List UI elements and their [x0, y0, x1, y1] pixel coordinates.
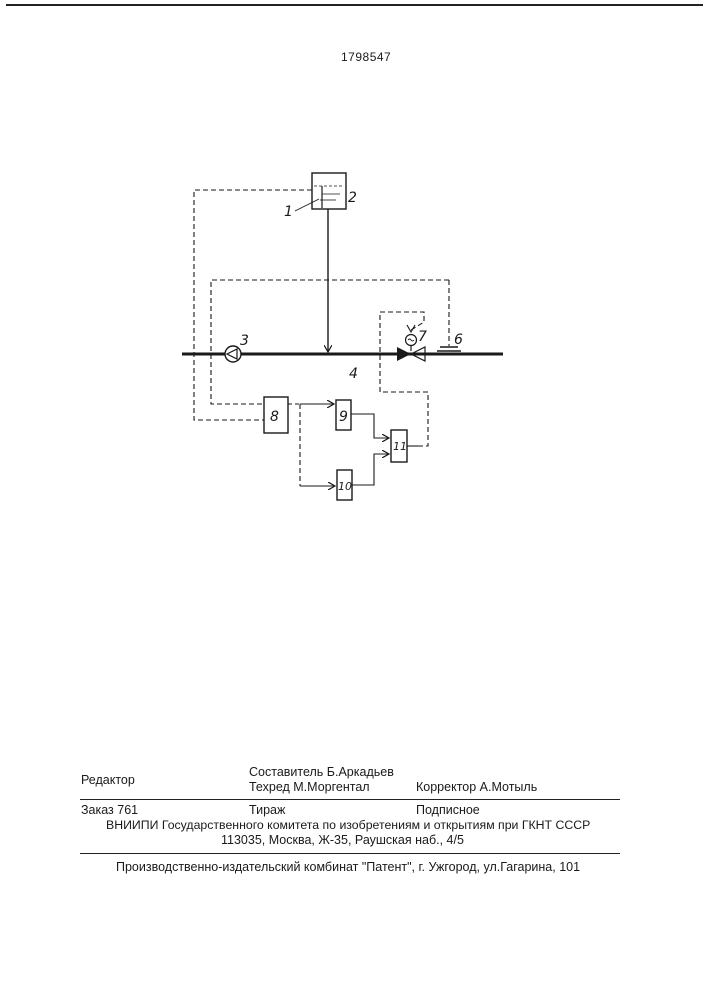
- editor-label: Редактор: [81, 773, 135, 787]
- techred-credit: Техред М.Моргентал: [249, 780, 370, 794]
- label-4: 4: [349, 366, 358, 382]
- actuator-7: [406, 335, 417, 352]
- label-8: 8: [270, 409, 279, 425]
- label-1: 1: [284, 204, 293, 220]
- label-2: 2: [348, 190, 357, 206]
- compiler-credit: Составитель Б.Аркадьев: [249, 765, 394, 779]
- institute-address: 113035, Москва, Ж-35, Раушская наб., 4/5: [221, 833, 464, 847]
- tank-2: [312, 173, 346, 209]
- label-6: 6: [454, 332, 463, 348]
- order-number: Заказ 761: [81, 803, 138, 817]
- label-11: 11: [393, 440, 407, 453]
- publisher-line: Производственно-издательский комбинат "П…: [116, 860, 580, 874]
- corrector-credit: Корректор А.Мотыль: [416, 780, 537, 794]
- label-10: 10: [338, 480, 352, 493]
- signal-line-tank-to-8: [194, 190, 312, 420]
- label-9: 9: [339, 409, 348, 425]
- rule-1: [80, 799, 620, 800]
- label-7: 7: [418, 329, 427, 345]
- rule-2: [80, 853, 620, 854]
- pump-3: [225, 346, 241, 362]
- label-3: 3: [240, 333, 249, 349]
- institute-line: ВНИИПИ Государственного комитета по изоб…: [106, 818, 590, 832]
- subscription-label: Подписное: [416, 803, 480, 817]
- circulation-label: Тираж: [249, 803, 285, 817]
